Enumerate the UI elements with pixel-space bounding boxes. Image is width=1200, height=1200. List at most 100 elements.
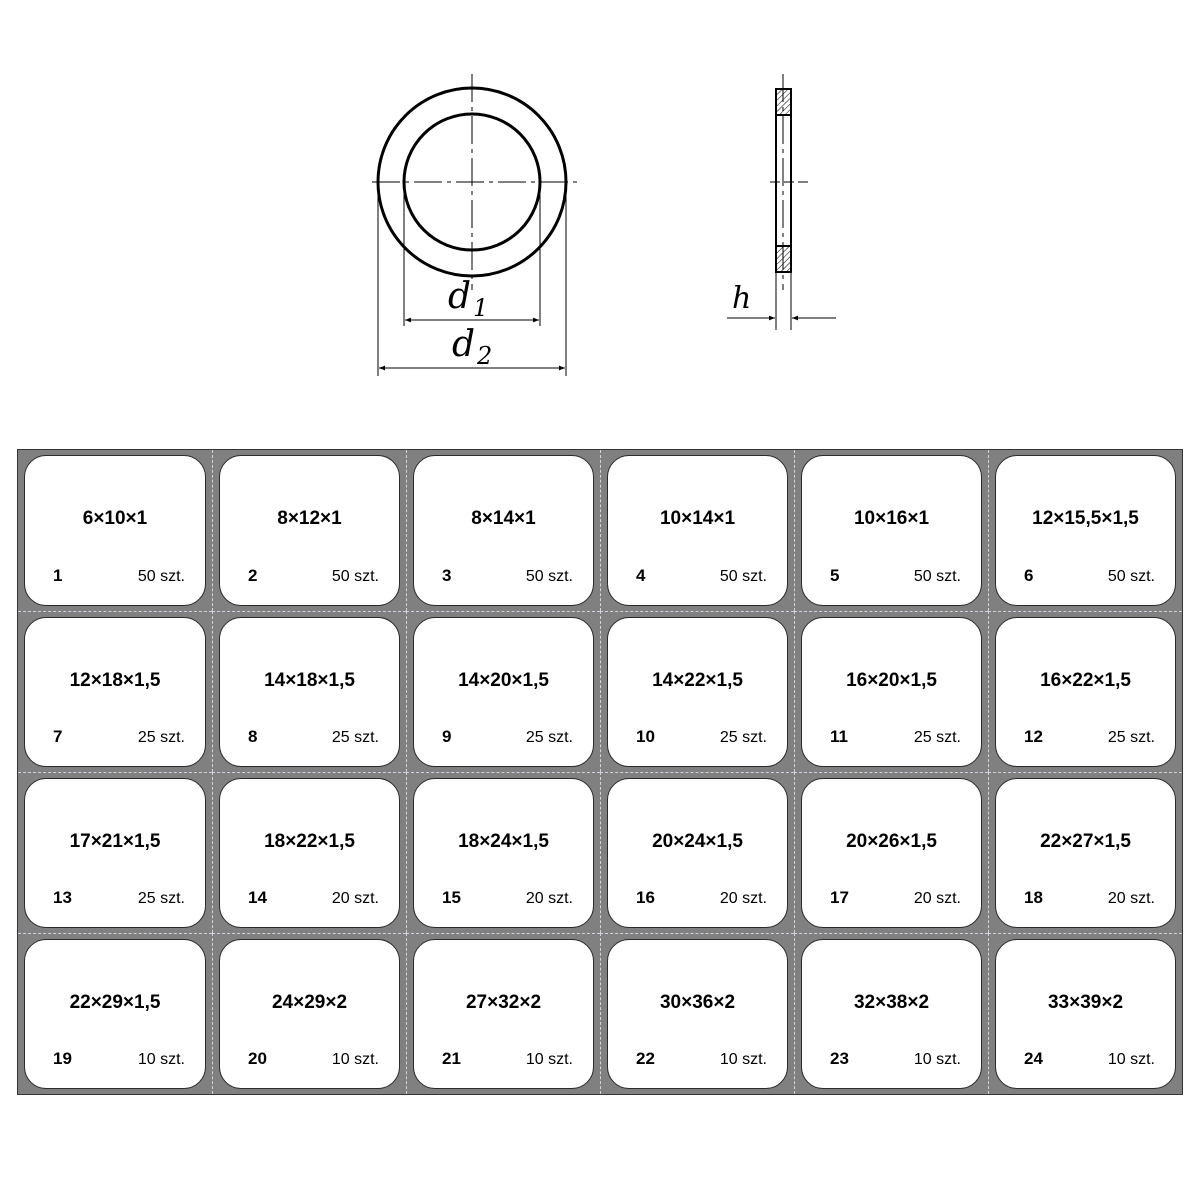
- compartment-number: 8: [248, 727, 258, 746]
- compartment-number: 1: [53, 566, 63, 585]
- quantity-label: 20 szt.: [1107, 890, 1155, 907]
- compartment-number: 6: [1024, 566, 1034, 585]
- washer-technical-drawing: d1 d2 h: [372, 74, 836, 376]
- quantity-label: 25 szt.: [525, 729, 573, 746]
- assortment-cell: 10×16×1 5 50 szt.: [794, 450, 988, 611]
- quantity-label: 50 szt.: [331, 568, 379, 585]
- quantity-label: 25 szt.: [137, 729, 185, 746]
- washer-card: 8×14×1 3 50 szt.: [413, 455, 594, 606]
- compartment-number: 2: [248, 566, 258, 585]
- washer-size: 14×20×1,5: [458, 670, 549, 691]
- assortment-cell: 14×18×1,5 8 25 szt.: [212, 611, 406, 772]
- washer-size: 10×14×1: [659, 508, 736, 529]
- quantity-label: 50 szt.: [525, 568, 573, 585]
- quantity-label: 20 szt.: [913, 890, 961, 907]
- compartment-number: 3: [442, 566, 452, 585]
- compartment-number: 12: [1024, 727, 1043, 746]
- quantity-label: 50 szt.: [1107, 568, 1155, 585]
- washer-size: 12×15,5×1,5: [1032, 508, 1139, 529]
- quantity-label: 50 szt.: [719, 568, 767, 585]
- washer-size: 16×20×1,5: [846, 670, 937, 691]
- compartment-number: 24: [1024, 1049, 1043, 1068]
- side-section-bottom: [775, 245, 792, 273]
- compartment-number: 5: [830, 566, 840, 585]
- assortment-cell: 30×36×2 22 10 szt.: [600, 933, 794, 1094]
- assortment-cell: 8×14×1 3 50 szt.: [406, 450, 600, 611]
- quantity-label: 10 szt.: [719, 1051, 767, 1068]
- compartment-number: 4: [636, 566, 646, 585]
- quantity-label: 20 szt.: [525, 890, 573, 907]
- washer-size: 14×18×1,5: [264, 670, 355, 691]
- side-section-top: [775, 88, 792, 116]
- washer-card: 17×21×1,5 13 25 szt.: [24, 778, 206, 928]
- washer-size: 20×24×1,5: [652, 831, 743, 852]
- washer-card: 30×36×2 22 10 szt.: [607, 939, 788, 1089]
- washer-size: 22×29×1,5: [69, 992, 161, 1013]
- washer-size: 16×22×1,5: [1040, 670, 1131, 691]
- washer-card: 14×20×1,5 9 25 szt.: [413, 617, 594, 767]
- compartment-number: 15: [442, 888, 461, 907]
- compartment-number: 13: [53, 888, 72, 907]
- quantity-label: 25 szt.: [137, 890, 185, 907]
- d2-label: d2: [452, 324, 492, 370]
- quantity-label: 25 szt.: [331, 729, 379, 746]
- washer-size: 8×14×1: [471, 508, 536, 529]
- quantity-label: 10 szt.: [137, 1051, 185, 1068]
- washer-size: 17×21×1,5: [69, 831, 161, 852]
- compartment-number: 16: [636, 888, 655, 907]
- quantity-label: 10 szt.: [913, 1051, 961, 1068]
- washer-size: 8×12×1: [277, 508, 342, 529]
- washer-size: 10×16×1: [853, 508, 930, 529]
- washer-size: 27×32×2: [465, 992, 542, 1013]
- compartment-number: 20: [248, 1049, 267, 1068]
- compartment-number: 23: [830, 1049, 849, 1068]
- quantity-label: 25 szt.: [913, 729, 961, 746]
- compartment-number: 10: [636, 727, 655, 746]
- washer-side-view: h: [727, 74, 836, 330]
- washer-size: 30×36×2: [659, 992, 736, 1013]
- washer-card: 10×16×1 5 50 szt.: [801, 455, 982, 606]
- compartment-number: 9: [442, 727, 452, 746]
- quantity-label: 20 szt.: [331, 890, 379, 907]
- washer-card: 8×12×1 2 50 szt.: [219, 455, 400, 606]
- h-label: h: [732, 281, 751, 316]
- assortment-cell: 17×21×1,5 13 25 szt.: [18, 772, 212, 933]
- quantity-label: 50 szt.: [913, 568, 961, 585]
- washer-size: 6×10×1: [82, 508, 148, 529]
- washer-card: 12×15,5×1,5 6 50 szt.: [995, 455, 1176, 606]
- washer-size: 12×18×1,5: [69, 670, 161, 691]
- washer-card: 14×18×1,5 8 25 szt.: [219, 617, 400, 767]
- compartment-number: 22: [636, 1049, 655, 1068]
- assortment-grid: 6×10×1 1 50 szt. 8×12×1 2 50 szt. 8×14×1 3 50 sz…: [17, 449, 1183, 1095]
- washer-front-view: d1 d2: [372, 74, 582, 376]
- quantity-label: 10 szt.: [1107, 1051, 1155, 1068]
- washer-size: 24×29×2: [271, 992, 348, 1013]
- washer-size: 14×22×1,5: [652, 670, 743, 691]
- compartment-number: 18: [1024, 888, 1043, 907]
- assortment-cell: 10×14×1 4 50 szt.: [600, 450, 794, 611]
